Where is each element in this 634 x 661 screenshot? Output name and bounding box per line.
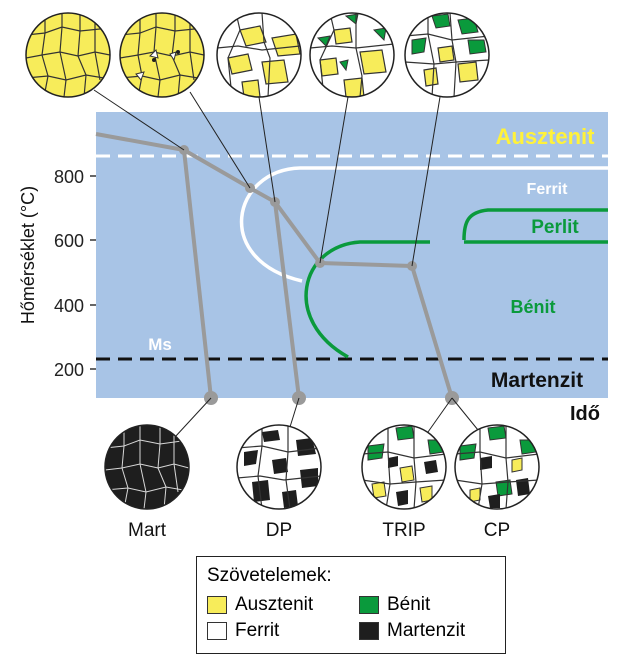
micrograph-ferrite-bainite [310,13,394,97]
path-trip [273,200,454,399]
steel-label-cp: CP [484,520,510,541]
legend-label-ferrite: Ferrit [235,620,280,641]
y-ticks [90,175,96,370]
label-bainite: Bénit [511,297,556,317]
label-pearlite: Perlit [531,217,579,238]
micrograph-austenite [26,13,110,97]
plot-area [96,112,608,398]
legend: Szövetelemek: Ausztenit Bénit Ferrit Mar… [196,556,506,654]
legend-item-austenite: Ausztenit [207,594,313,616]
legend-swatch-ferrite [207,622,227,640]
label-martensite: Martenzit [491,369,583,392]
legend-title: Szövetelemek: [207,565,332,586]
y-tick-200: 200 [54,360,84,380]
x-axis-label: Idő [570,403,600,425]
bottom-leaders [174,397,479,438]
label-austenite: Ausztenit [496,124,596,149]
micrograph-trip [362,425,446,509]
y-tick-800: 800 [54,167,84,187]
ferrite-curve [240,166,608,283]
label-ferrite: Ferrit [527,181,569,198]
legend-item-bainite: Bénit [359,594,430,616]
micrograph-mart [105,425,189,509]
y-tick-400: 400 [54,296,84,316]
micrograph-austenite-nucleation [120,13,204,97]
legend-swatch-austenite [207,596,227,614]
legend-swatch-martensite [359,622,379,640]
legend-item-martensite: Martenzit [359,620,465,642]
micrograph-dp [237,425,321,509]
micrograph-cp [455,425,539,509]
top-leaders [93,89,441,267]
legend-label-martensite: Martenzit [387,620,466,641]
steel-label-trip: TRIP [382,520,425,541]
steel-label-mart: Mart [128,520,167,541]
y-axis-label: Hőmérséklet (°C) [18,186,38,324]
label-ms: Ms [148,335,172,354]
steel-label-dp: DP [266,520,292,541]
micrograph-ferrite-austenite [217,13,301,97]
path-dp [183,148,301,399]
legend-swatch-bainite [359,596,379,614]
pearlite-curve-top [462,208,608,241]
bainite-curve [304,240,430,359]
legend-label-bainite: Bénit [387,594,431,615]
micrograph-bainite-formed [405,13,489,97]
legend-label-austenite: Ausztenit [235,594,314,615]
legend-item-ferrite: Ferrit [207,620,279,642]
y-tick-600: 600 [54,231,84,251]
